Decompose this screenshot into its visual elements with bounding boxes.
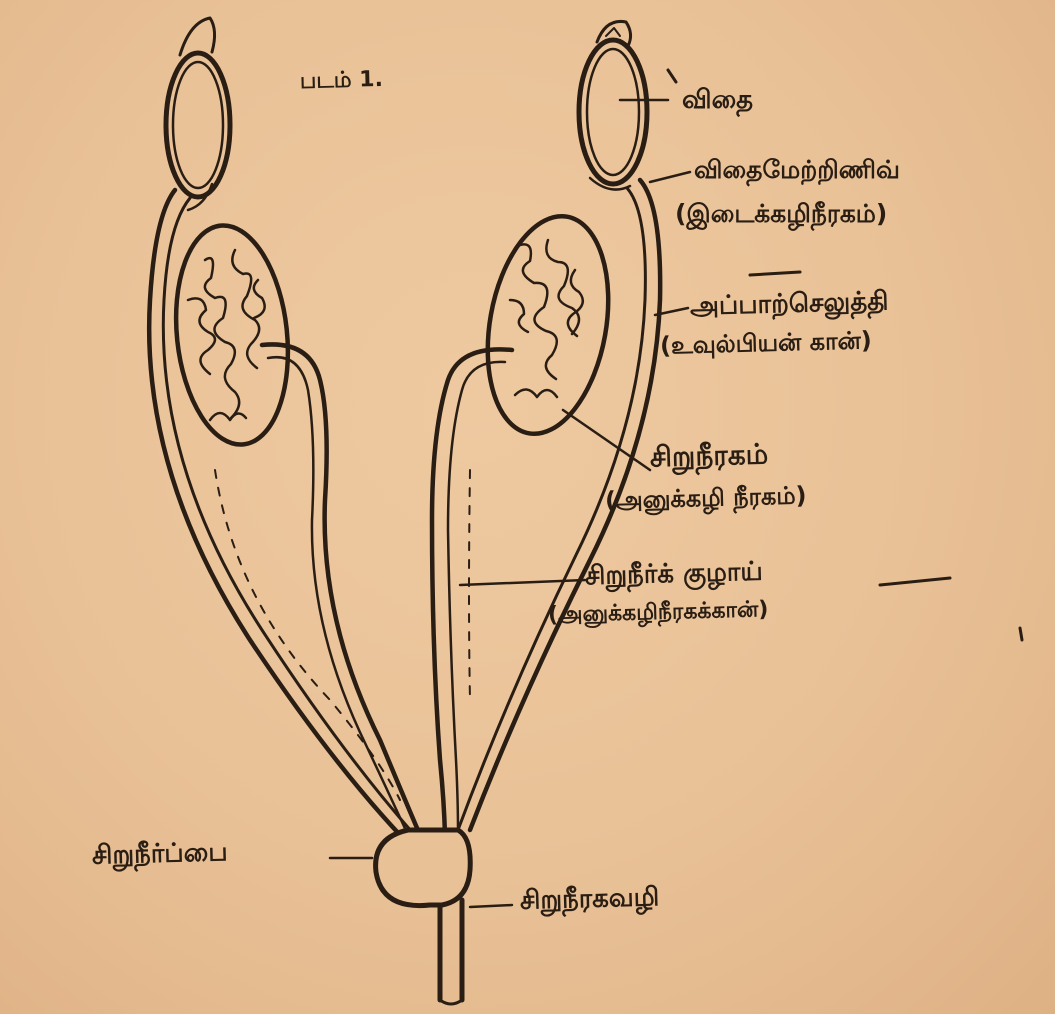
- epididymis-label: விதைமேற்றிணிவ்: [694, 156, 900, 185]
- left-testis: [166, 18, 230, 197]
- ureter-label: சிறுநீர்க் குழாய்: [585, 558, 764, 593]
- wolffian-duct-label: அப்பாற்செலுத்தி: [690, 287, 889, 322]
- right-ureter: [432, 349, 512, 835]
- right-kidney: [472, 207, 624, 444]
- kidney-alt-label: (அனுக்கழி நீரகம்): [605, 482, 807, 515]
- seed-label: விதை: [682, 86, 753, 116]
- epididymis-alt-label: (இடைக்கழிநீரகம்): [675, 200, 887, 229]
- epididymis-leader: [650, 172, 690, 182]
- left-kidney: [166, 220, 298, 450]
- right-testis: [579, 21, 647, 184]
- left-wolffian-duct: [149, 184, 412, 835]
- left-ureter: [262, 344, 420, 835]
- bladder: [376, 830, 471, 906]
- wolffian-duct-alt-label: (உவுல்பியன் கான்): [660, 327, 873, 360]
- urethra: [440, 900, 462, 1004]
- urethra-leader: [470, 905, 512, 907]
- ureter-leader: [460, 580, 585, 585]
- bladder-label: சிறுநீர்ப்பை: [92, 838, 228, 871]
- kidney-label: சிறுநீரகம்: [650, 438, 769, 473]
- figure-title: படம் 1.: [300, 67, 384, 94]
- urethra-label: சிறுநீரகவழி: [520, 883, 660, 917]
